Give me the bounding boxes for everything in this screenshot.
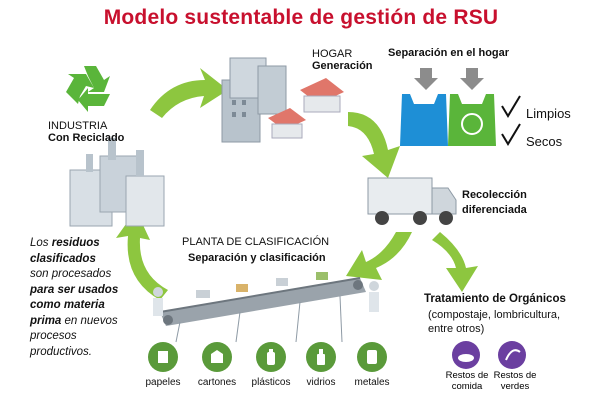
hogar-label: HOGAR Generación <box>312 48 373 72</box>
planta-label: PLANTA DE CLASIFICACIÓN Separación y cla… <box>182 234 329 266</box>
ltext-p2: residuos <box>51 237 100 249</box>
ltext-p1: Los <box>30 237 52 249</box>
category-plasticos: plásticos <box>251 377 291 388</box>
ltext-p5: para ser usados <box>30 283 119 296</box>
ltext-p3: clasificados <box>30 252 96 265</box>
hogar-title: HOGAR <box>312 48 353 60</box>
organic-item-comida-line2: comida <box>451 381 483 392</box>
organic-item-comida-line1: Restos de <box>445 370 489 381</box>
glass-bottle-icon <box>306 342 336 372</box>
conveyor-belt <box>153 272 379 343</box>
left-description: Los residuos clasificados son procesados… <box>30 236 148 360</box>
planta-title: PLANTA DE CLASIFICACIÓN <box>182 236 330 248</box>
organic-item-verdes-line1: Restos de <box>493 370 537 381</box>
category-papeles: papeles <box>145 377 181 388</box>
ltext-p6: como materia <box>30 299 105 311</box>
category-metales: metales <box>354 377 390 388</box>
category-cartones: cartones <box>197 377 237 388</box>
paper-icon <box>148 342 178 372</box>
tratamiento-sub2: entre otros) <box>428 323 485 335</box>
industria-label: INDUSTRIA Con Reciclado <box>48 120 124 144</box>
hogar-subtitle: Generación <box>312 60 373 72</box>
ltext-p10: productivos. <box>30 345 93 358</box>
bags-illustration <box>400 68 521 146</box>
organic-item-verdes-line2: verdes <box>500 381 530 392</box>
plastic-bottle-icon <box>256 342 286 372</box>
organic-item-comida: Restos de comida <box>444 370 490 392</box>
organic-item-verdes: Restos de verdes <box>492 370 538 392</box>
recycle-icon <box>66 66 110 112</box>
houses-illustration <box>221 57 344 143</box>
cycle-arrows <box>116 68 478 300</box>
ltext-p8: en nuevos <box>61 314 118 327</box>
ltext-p4: son procesados <box>30 268 112 280</box>
category-vidrios: vidrios <box>306 377 336 388</box>
recoleccion-line1: Recolección <box>462 189 527 201</box>
organic-icons <box>452 341 526 369</box>
recoleccion-label: Recolección diferenciada <box>462 188 527 218</box>
page-title: Modelo sustentable de gestión de RSU <box>103 6 499 29</box>
planta-subtitle: Separación y clasificación <box>188 252 326 264</box>
limpios-label: Limpios <box>526 106 571 121</box>
ltext-p7: prima <box>30 314 62 327</box>
recoleccion-line2: diferenciada <box>462 204 527 216</box>
tratamiento-title: Tratamiento de Orgánicos <box>424 293 566 305</box>
secos-label: Secos <box>526 134 563 149</box>
tratamiento-block: Tratamiento de Orgánicos (compostaje, lo… <box>424 292 566 336</box>
separacion-hogar-title: Separación en el hogar <box>388 47 510 59</box>
industry-illustration <box>69 138 165 227</box>
industria-subtitle: Con Reciclado <box>48 132 125 144</box>
ltext-p9: procesos <box>30 330 77 342</box>
metal-can-icon <box>357 342 387 372</box>
truck-illustration <box>367 177 457 225</box>
tratamiento-sub1: (compostaje, lombricultura, <box>428 309 561 321</box>
cardboard-icon <box>202 342 232 372</box>
industria-title: INDUSTRIA <box>48 120 108 132</box>
